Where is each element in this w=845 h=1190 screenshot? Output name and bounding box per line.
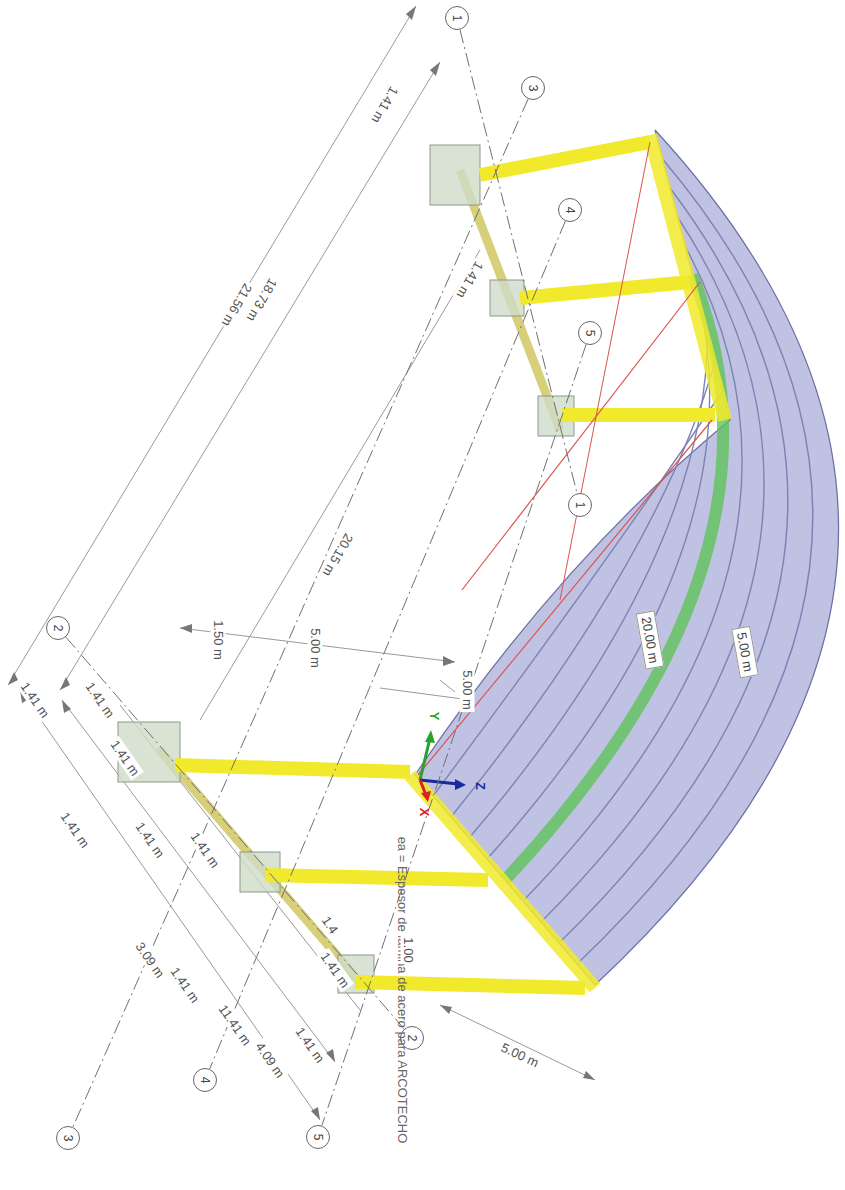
dimension-label: 1.50 m <box>211 618 226 662</box>
grid-bubble: 1 <box>445 6 469 30</box>
grid-bubble: 5 <box>306 1125 330 1149</box>
grid-axis-line <box>73 99 528 1127</box>
axis-number: 1 <box>574 502 586 509</box>
axis-letter: X <box>417 806 432 819</box>
grid-axis-line <box>210 221 566 1069</box>
grid-bubble: 4 <box>558 198 582 222</box>
dimension-label: 1.41 m <box>368 82 403 127</box>
grid-bubble: 3 <box>56 1126 80 1150</box>
dimension-label: 1.41 m <box>166 963 203 1007</box>
dimension-label: 1.41 m <box>56 808 93 852</box>
axis-number: 3 <box>527 85 539 92</box>
dimension-label: 1.4 <box>318 912 343 939</box>
dimension-label: 1.41 m <box>291 1023 328 1067</box>
grid-bubble: 2 <box>46 616 70 640</box>
reference-line <box>462 282 700 590</box>
footings <box>118 145 574 993</box>
grid-bubble: 1 <box>568 493 592 517</box>
eave-beam <box>410 775 595 988</box>
axis-number: 5 <box>584 330 596 337</box>
axis-number: 3 <box>62 1135 74 1142</box>
axis-number: 1 <box>451 15 463 22</box>
dimension-label: 1.41 m <box>16 678 53 722</box>
dimension-label: 1.41 m <box>186 828 223 872</box>
axis-number: 5 <box>312 1134 324 1141</box>
axis-letter: Y <box>427 710 442 723</box>
dimension-label: 5.00 m <box>731 626 758 678</box>
axis-number: 2 <box>52 625 64 632</box>
dimension-label: 4.09 m <box>251 1038 288 1082</box>
dimension-label: 1.41 m <box>316 948 353 992</box>
grid-bubble: 3 <box>521 76 545 100</box>
note: ea = Espesor de lamina de acero para ARC… <box>395 835 410 1146</box>
grid-axis-line <box>66 637 404 1029</box>
reference-line <box>560 142 650 600</box>
dimension-label: 5.00 m <box>460 668 475 712</box>
dimension-label: 1.41 m <box>131 818 168 862</box>
dimension-label: 1.00 <box>401 935 416 964</box>
eave-beam <box>650 135 725 420</box>
dimension-label: 5.00 m <box>497 1039 543 1071</box>
grid-bubble: 4 <box>193 1068 217 1092</box>
dimension-label: 1.41 m <box>453 257 488 302</box>
dimension-label: 20.15 m <box>319 529 357 581</box>
dimension-label: 1.41 m <box>81 678 118 722</box>
dimension-label: 1.41 m <box>106 736 143 780</box>
axis-letter: Z <box>473 780 488 792</box>
axis-number: 4 <box>564 207 576 214</box>
grid-bubble: 5 <box>578 321 602 345</box>
dimension-label: 20.00 m <box>636 610 665 669</box>
dimension-label: 3.09 m <box>131 938 168 982</box>
reference-line <box>418 420 712 775</box>
dimension-label: 5.00 m <box>308 626 323 670</box>
dimension-label: 11.41 m <box>215 1000 256 1050</box>
grid-axis-line <box>322 344 586 1125</box>
axis-number: 4 <box>199 1077 211 1084</box>
columns <box>175 142 715 988</box>
